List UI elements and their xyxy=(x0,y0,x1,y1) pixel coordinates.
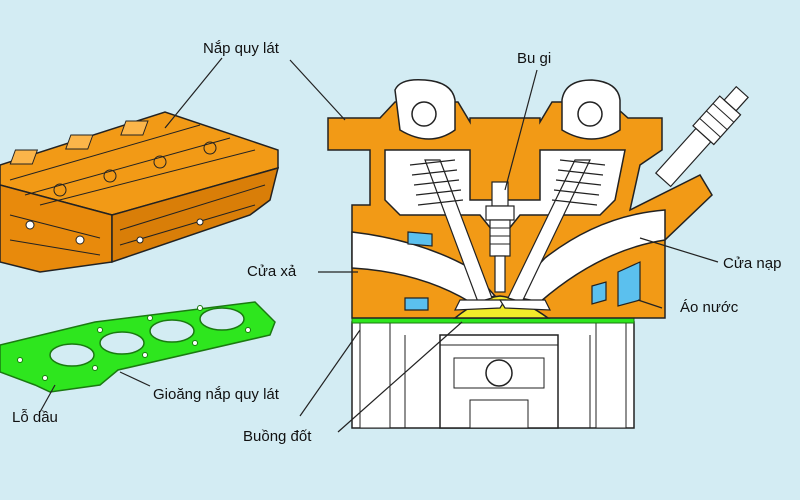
fuel-injector-illustration xyxy=(654,85,749,188)
exhaust-valve xyxy=(409,159,507,311)
leader-combustion-chamber-2 xyxy=(337,321,463,433)
leader-cylinder-head-section xyxy=(289,59,346,121)
label-water-jacket: Áo nước xyxy=(680,299,739,316)
intake-valve xyxy=(498,159,606,311)
leader-spark-plug xyxy=(504,69,538,191)
label-spark-plug: Bu gi xyxy=(517,50,552,67)
head-gasket-illustration xyxy=(0,301,276,393)
label-head-gasket: Gioăng nắp quy lát xyxy=(153,386,279,403)
engine-cross-section xyxy=(327,78,749,429)
label-cylinder-head: Nắp quy lát xyxy=(203,40,279,57)
cylinder-head-3d-illustration xyxy=(0,111,280,273)
leader-combustion-chamber-1 xyxy=(299,329,361,417)
label-intake-port: Cửa nạp xyxy=(723,255,782,272)
leader-intake-port xyxy=(639,237,719,263)
label-exhaust-port: Cửa xả xyxy=(247,263,297,280)
leader-head-gasket xyxy=(119,371,151,387)
spark-plug-illustration xyxy=(485,181,515,293)
label-oil-hole: Lỗ dầu xyxy=(12,409,58,426)
leader-cylinder-head-3d xyxy=(164,57,223,129)
leader-oil-hole xyxy=(39,384,56,413)
leader-water-jacket xyxy=(637,299,663,309)
label-combustion-chamber: Buồng đốt xyxy=(243,428,312,445)
